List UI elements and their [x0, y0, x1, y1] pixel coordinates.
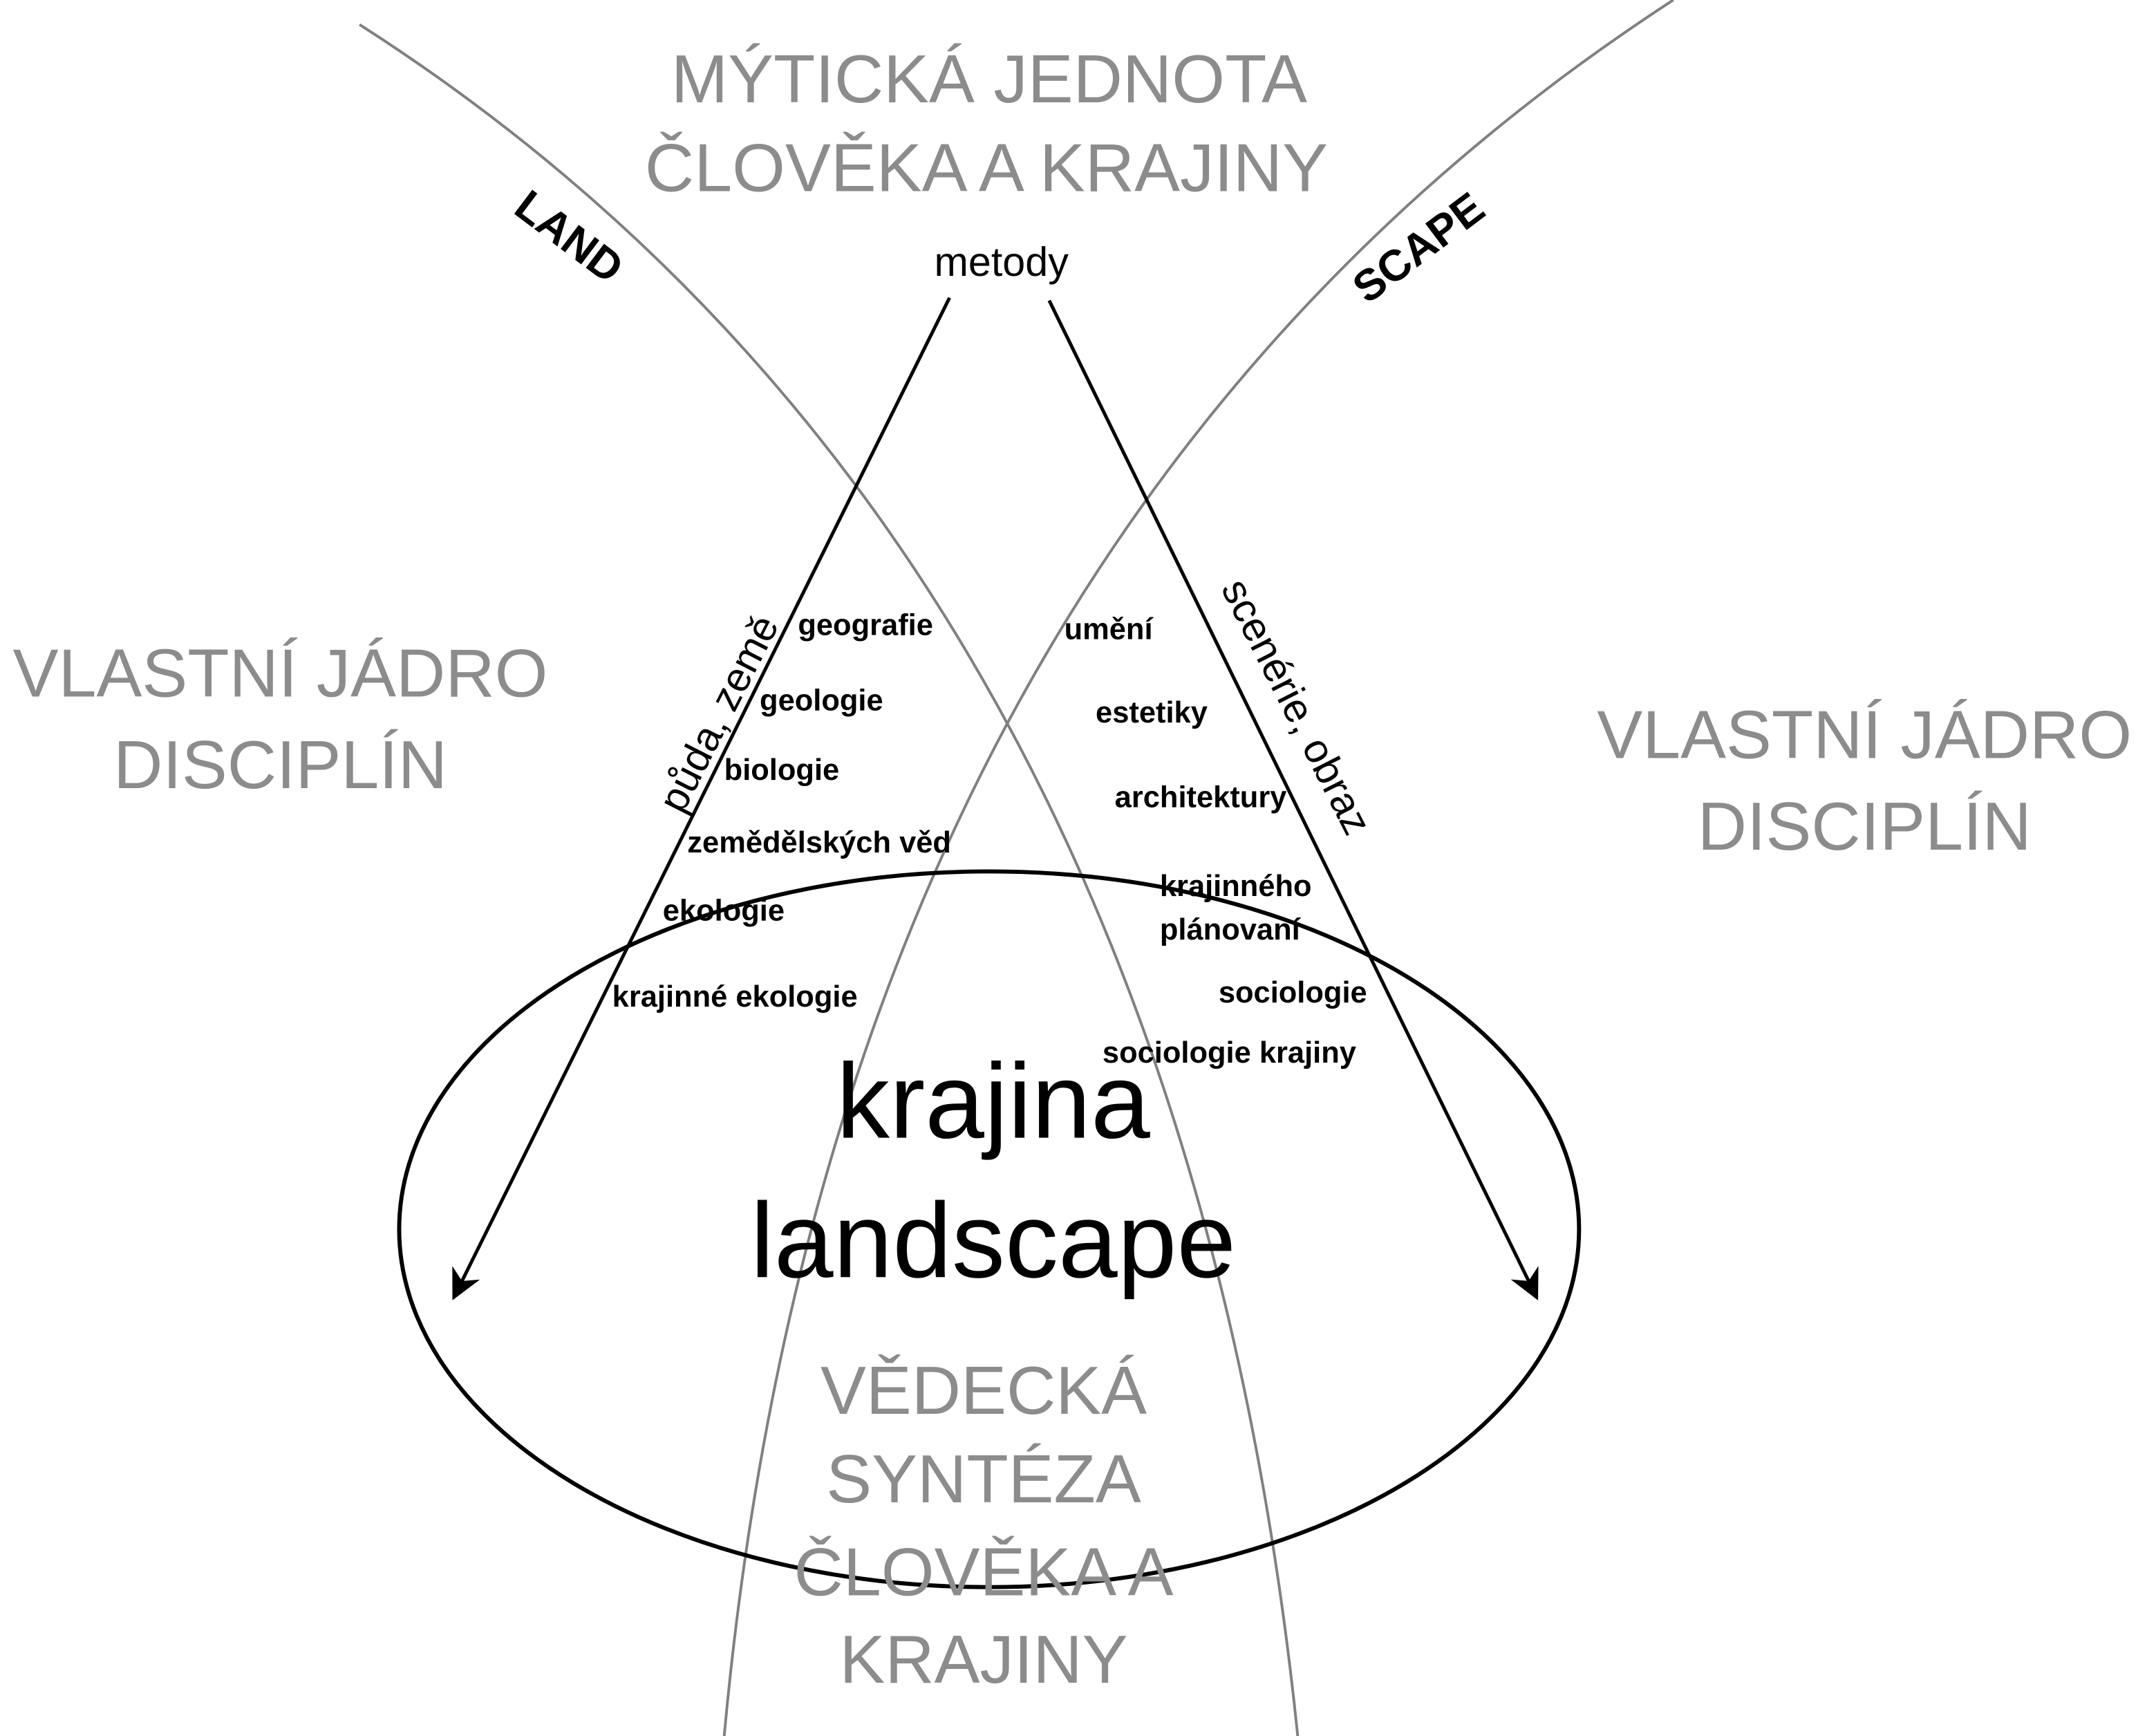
scape-label: SCAPE: [1344, 183, 1493, 312]
discipline-label: ekologie: [663, 895, 785, 928]
discipline-label: geologie: [760, 684, 883, 717]
bottom-title-line2: SYNTÉZA: [826, 1441, 1141, 1517]
discipline-label: sociologie krajiny: [1103, 1036, 1356, 1070]
discipline-label: architektury: [1115, 781, 1287, 814]
discipline-label: krajinného: [1160, 870, 1312, 903]
left-arrow: [452, 297, 951, 1300]
left-core-line2: DISCIPLÍN: [113, 727, 447, 803]
center-title-landscape: landscape: [751, 1181, 1236, 1300]
left-core-line1: VLASTNÍ JÁDRO: [13, 635, 548, 711]
top-title-line1: MÝTICKÁ JEDNOTA: [671, 41, 1307, 117]
discipline-label: biologie: [724, 754, 840, 787]
scape-arc: [722, 0, 1674, 1736]
discipline-label: sociologie: [1219, 976, 1367, 1009]
land-label: LAND: [506, 181, 632, 293]
center-title-krajina: krajina: [836, 1042, 1150, 1161]
bottom-title-line1: VĚDECKÁ: [820, 1352, 1147, 1428]
discipline-label: plánovaní: [1160, 913, 1302, 946]
discipline-label: geografie: [798, 609, 933, 642]
bottom-title-line4: KRAJINY: [839, 1621, 1127, 1697]
methods-label: metody: [935, 239, 1069, 285]
right-core-line2: DISCIPLÍN: [1698, 788, 2032, 864]
discipline-label: zemědělských věd: [687, 826, 951, 859]
discipline-label: krajinné ekologie: [612, 980, 858, 1014]
discipline-label: estetiky: [1096, 696, 1208, 729]
right-arrow: [1047, 299, 1539, 1300]
bottom-title-line3: ČLOVĚKA A: [794, 1534, 1174, 1610]
discipline-label: umění: [1065, 613, 1154, 646]
land-arc: [359, 23, 1300, 1736]
right-core-line1: VLASTNÍ JÁDRO: [1597, 696, 2132, 772]
top-title-line2: ČLOVĚKA A KRAJINY: [645, 130, 1328, 206]
landscape-ellipse: [397, 869, 1582, 1589]
